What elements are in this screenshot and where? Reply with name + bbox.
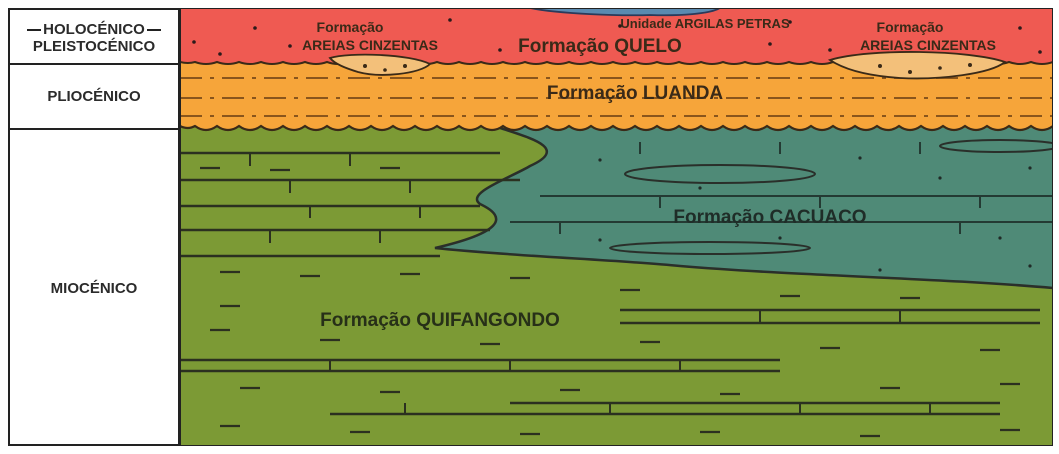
argilas-petras-label: Unidade ARGILAS PETRAS <box>620 16 790 31</box>
cacuaco-lens <box>609 241 811 255</box>
age-miocene-label: MIOCÉNICO <box>50 279 138 297</box>
cacuaco-label: Formação CACUACO <box>673 207 866 228</box>
quifangondo-bedding <box>180 151 1040 416</box>
quelo-dots <box>192 18 1042 56</box>
age-pleistocene-label: PLEISTOCÉNICO <box>32 38 156 55</box>
age-holocene-label: HOLOCÉNICO <box>43 21 145 38</box>
cacuaco-outline <box>434 126 1053 290</box>
areias-cinzentas-lens-right <box>827 51 1007 80</box>
age-pliocene-label: PLIOCÉNICO <box>47 88 141 105</box>
cacuaco-lens <box>624 164 816 184</box>
areias-left-label-line2: AREIAS CINZENTAS <box>302 37 438 53</box>
areias-pebbles <box>363 63 972 74</box>
areias-left-label-line1: Formação <box>317 19 384 35</box>
quifangondo-ticks <box>249 153 931 414</box>
geological-section: Formação AREIAS CINZENTAS Formação QUELO… <box>180 8 1053 446</box>
holocene-pleistocene-cell: HOLOCÉNICO PLEISTOCÉNICO <box>10 12 178 64</box>
boundary-tick-left <box>27 28 42 31</box>
cacuaco-dots <box>598 156 1032 272</box>
age-divider <box>10 128 178 130</box>
quelo-layer <box>180 8 1053 64</box>
cacuaco-lens <box>939 139 1053 153</box>
areias-cinzentas-lens-left <box>328 53 432 76</box>
quifangondo-dashes <box>200 166 1020 438</box>
luanda-unconformity <box>180 124 1053 132</box>
boundary-tick-right <box>146 28 161 31</box>
age-divider <box>10 63 178 65</box>
age-column: HOLOCÉNICO PLEISTOCÉNICO PLIOCÉNICO MIOC… <box>8 8 180 446</box>
cacuaco-layer <box>435 128 1053 288</box>
argilas-petras-unit <box>529 8 722 17</box>
areias-right-label-line1: Formação <box>877 19 944 35</box>
luanda-layer <box>180 62 1053 130</box>
areias-right-label-line2: AREIAS CINZENTAS <box>860 37 996 53</box>
cacuaco-bedding <box>510 142 1053 234</box>
quelo-label: Formação QUELO <box>518 36 682 57</box>
quifangondo-label: Formação QUIFANGONDO <box>320 310 560 331</box>
luanda-label: Formação LUANDA <box>547 83 724 104</box>
